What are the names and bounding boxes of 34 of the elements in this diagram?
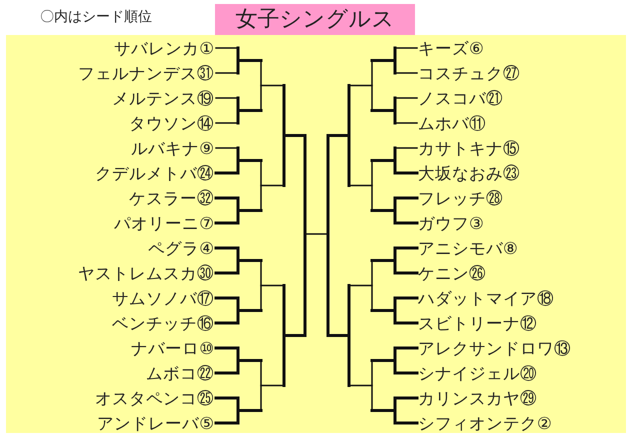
player-name: ナバーロ⑩ [131,336,214,360]
player-name: ルバキナ⑨ [131,136,214,160]
player-name: カリンスカヤ㉙ [418,386,537,410]
player-name: オスタペンコ㉕ [95,386,214,410]
player-name: シフィオンテク② [418,410,552,436]
player-name: タウソン⑭ [129,110,214,136]
player-name: アンドレーバ⑤ [97,410,214,436]
player-name: ペグラ④ [148,236,214,260]
player-name: パオリーニ⑦ [114,210,214,236]
player-name: コスチュク㉗ [418,60,520,86]
note-text: 〇内はシード順位 [40,8,152,27]
player-name: カサトキナ⑮ [418,136,520,160]
player-name: 大坂なおみ㉓ [418,160,520,186]
player-name: フェルナンデス㉛ [78,60,214,86]
player-name: ガウフ③ [418,210,484,236]
player-name: ケスラー㉜ [129,186,214,210]
player-name: ノスコバ㉑ [418,86,503,110]
player-name: ケニン㉖ [418,260,486,286]
player-name: フレッチ㉘ [418,186,503,210]
player-name: アレクサンドロワ⑬ [418,336,571,360]
player-name: ベンチッチ⑯ [112,310,214,336]
player-name: ムホバ⑪ [418,110,486,136]
player-name: クデルメトバ㉔ [95,160,214,186]
player-name: ハダットマイア⑱ [418,286,554,310]
player-name: ヤストレムスカ㉚ [78,260,214,286]
player-name: メルテンス⑲ [112,86,214,110]
player-name: シナイジェル⑳ [418,360,537,386]
player-name: スビトリーナ⑫ [418,310,537,336]
player-name: サバレンカ① [114,36,214,60]
player-name: サムソノバ⑰ [112,286,214,310]
title-banner: 女子シングルス [215,4,415,35]
player-name: アニシモバ⑧ [418,236,518,260]
player-name: キーズ⑥ [418,36,484,60]
player-name: ムボコ㉒ [146,360,214,386]
